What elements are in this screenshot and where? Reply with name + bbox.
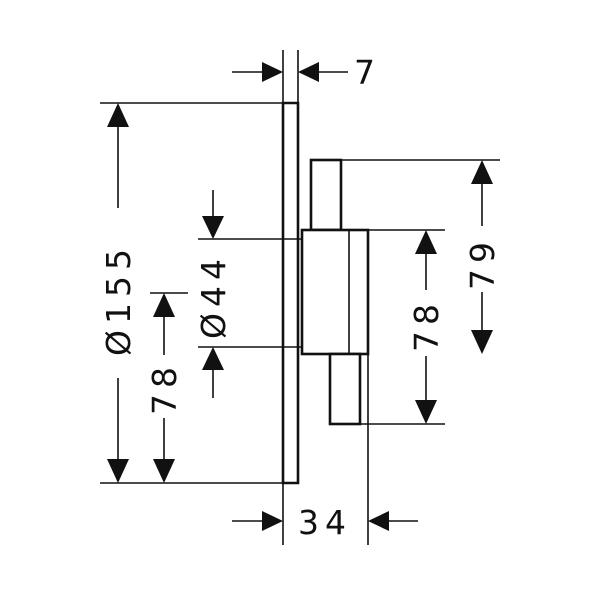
arrow-icon <box>471 330 493 354</box>
arrow-icon <box>153 293 175 317</box>
dimension-label: 79 <box>463 236 502 290</box>
dimension-left-offset: 78 <box>145 293 184 483</box>
upper-stem <box>309 158 343 232</box>
dimension-label: Ø44 <box>194 253 233 339</box>
cover-plate <box>281 101 300 485</box>
dimension-hub-diameter: Ø44 <box>194 190 233 398</box>
arrow-icon <box>202 216 224 239</box>
extension-lines <box>100 50 500 545</box>
arrow-icon <box>262 62 283 82</box>
arrow-icon <box>107 459 129 483</box>
arrow-icon <box>298 62 319 82</box>
arrow-icon <box>202 347 224 370</box>
dimension-panel-thickness: 7 <box>232 53 381 92</box>
arrow-icon <box>415 400 437 424</box>
dimension-label: 78 <box>145 361 184 415</box>
lower-stem <box>328 352 362 426</box>
dimension-right-height: 78 <box>407 230 446 424</box>
body-housing <box>300 228 370 356</box>
arrow-icon <box>471 160 493 184</box>
arrow-icon <box>262 511 283 531</box>
arrow-icon <box>368 511 389 531</box>
dimension-label: 78 <box>407 298 446 352</box>
dimension-label: Ø155 <box>99 243 138 356</box>
part-outline <box>281 101 370 485</box>
dimension-top-height: 79 <box>463 160 502 354</box>
arrow-icon <box>107 103 129 127</box>
arrow-icon <box>153 459 175 483</box>
arrow-icon <box>415 230 437 254</box>
dimension-depth: 34 <box>232 503 418 542</box>
dimension-label: 7 <box>354 53 381 92</box>
dimension-label: 34 <box>298 503 352 542</box>
dimension-panel-diameter: Ø155 <box>99 103 138 483</box>
